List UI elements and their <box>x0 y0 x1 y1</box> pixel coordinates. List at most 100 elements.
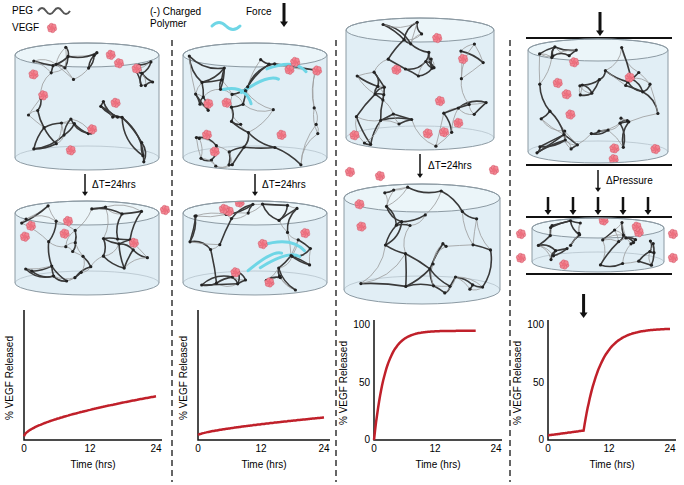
peg-strand <box>64 124 74 135</box>
peg-strand <box>408 187 442 192</box>
crosslink-node <box>578 84 581 87</box>
peg-strand <box>119 244 124 268</box>
charged-polymer <box>241 78 278 93</box>
crosslink-node <box>297 238 300 241</box>
peg-strand <box>601 242 619 265</box>
crosslink-node <box>562 133 565 136</box>
vegf-core <box>206 102 210 106</box>
crosslink-node <box>565 247 568 250</box>
peg-strand <box>196 213 226 216</box>
vegf-core <box>456 121 460 125</box>
peg-strand <box>275 148 301 165</box>
arrow-shaft <box>547 197 550 212</box>
peg-strand <box>244 133 249 148</box>
peg-strand <box>106 205 142 211</box>
peg-strand <box>381 120 399 124</box>
peg-strand <box>103 102 117 118</box>
peg-strand <box>287 208 297 232</box>
crosslink-node <box>622 234 625 237</box>
peg-strand <box>189 56 224 68</box>
peg-strand <box>477 219 491 250</box>
peg-strand <box>232 121 249 132</box>
release-curve <box>198 418 324 436</box>
peg-strand <box>279 205 287 220</box>
crosslink-node <box>195 214 198 217</box>
tick-label: 24 <box>318 443 329 455</box>
peg-strand <box>196 138 201 159</box>
crosslink-node <box>65 279 68 282</box>
vegf-molecule <box>668 253 677 262</box>
crosslink-node <box>279 276 282 279</box>
crosslink-node <box>599 263 602 266</box>
crosslink-node <box>448 285 451 288</box>
arrow-shaft <box>419 154 421 175</box>
crosslink-node <box>459 50 462 53</box>
peg-strand <box>381 100 383 120</box>
hydrogel-body <box>346 18 494 150</box>
peg-strand <box>441 191 462 212</box>
crosslink-node <box>535 151 538 154</box>
hydrogel-back-rim <box>346 126 494 138</box>
crosslink-node <box>568 54 571 57</box>
peg-strand <box>142 73 153 82</box>
crosslink-node <box>220 78 223 81</box>
peg-strand <box>622 48 639 73</box>
peg-strand <box>231 107 233 121</box>
crosslink-node <box>548 110 551 113</box>
crosslink-node <box>116 116 119 119</box>
crosslink-node <box>52 275 55 278</box>
vegf-core <box>359 225 363 229</box>
legend-label: (-) Charged Polymer <box>150 6 212 29</box>
peg-strand <box>474 44 483 63</box>
peg-strand <box>582 80 599 85</box>
peg-strand <box>571 233 579 245</box>
vegf-core <box>602 218 606 222</box>
crosslink-node <box>471 243 474 246</box>
crosslink-node <box>73 122 76 125</box>
peg-strand <box>22 206 48 223</box>
vegf-molecule <box>160 205 169 214</box>
arrow-head <box>645 210 652 215</box>
vegf-molecule <box>132 64 141 73</box>
peg-strand <box>417 22 422 34</box>
crosslink-node <box>554 249 557 252</box>
vegf-core <box>114 101 118 105</box>
vegf-molecule <box>632 222 641 232</box>
tick-label: 0 <box>364 434 370 446</box>
crosslink-node <box>295 207 298 210</box>
hydrogel-back-rim <box>344 276 500 290</box>
peg-strand <box>244 146 275 148</box>
crosslink-node <box>132 248 135 251</box>
vegf-core <box>135 67 139 71</box>
crosslink-node <box>481 286 484 289</box>
crosslink-node <box>81 255 84 258</box>
vegf-molecule <box>20 232 29 241</box>
crosslink-node <box>214 165 217 168</box>
peg-strand <box>599 123 620 131</box>
chart-axes <box>198 310 330 440</box>
peg-strand <box>462 212 476 219</box>
peg-strand <box>301 124 316 164</box>
crosslink-node <box>359 282 362 285</box>
charged-polymer <box>223 89 251 104</box>
hydrogel-outline <box>15 201 159 295</box>
polymer-mesh <box>20 204 149 282</box>
peg-strand <box>361 245 386 284</box>
crosslink-node <box>622 146 625 149</box>
crosslink-node <box>140 84 143 87</box>
peg-strand <box>26 266 52 269</box>
peg-strand <box>49 221 57 242</box>
peg-strand <box>461 44 475 51</box>
polymer-mesh <box>355 186 492 295</box>
crosslink-node <box>363 141 366 144</box>
crosslink-node <box>104 205 107 208</box>
tick-label: 12 <box>603 443 614 455</box>
polymer-mesh <box>188 55 322 168</box>
crosslink-node <box>194 93 197 96</box>
crosslink-node <box>619 117 622 120</box>
vegf-molecule <box>454 118 463 127</box>
vegf-core <box>461 57 465 61</box>
peg-strand <box>211 250 217 284</box>
peg-strand <box>446 245 473 247</box>
crosslink-node <box>188 55 191 58</box>
